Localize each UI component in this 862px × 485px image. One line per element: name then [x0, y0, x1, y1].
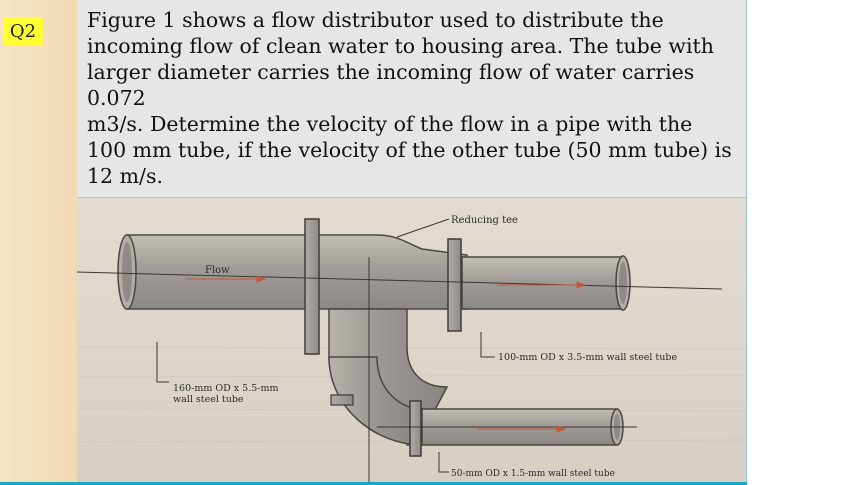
question-box — [77, 0, 747, 197]
left-decor-strip — [0, 0, 77, 485]
center-lines — [77, 257, 723, 482]
flow-distributor-diagram: Reducing tee Flow 160-mm OD x 5.5-mm wal… — [77, 215, 747, 482]
flow-arrows — [187, 275, 587, 433]
bottom-accent-line — [0, 482, 747, 485]
question-number-badge: Q2 — [3, 17, 43, 45]
figure-flow-distributor: Reducing tee Flow 160-mm OD x 5.5-mm wal… — [77, 197, 747, 482]
flange-left — [304, 218, 320, 355]
dimension-leaders — [156, 332, 495, 473]
main-tube-label-2: wall steel tube — [173, 394, 244, 405]
flow-label: Flow — [205, 265, 230, 276]
main-pipe — [126, 234, 468, 310]
flange-bottom — [409, 400, 422, 457]
reducing-tee-label: Reducing tee — [451, 215, 518, 226]
question-text: Figure 1 shows a flow distributor used t… — [87, 8, 732, 188]
flange-right — [447, 238, 462, 332]
branch-100mm-label: 100-mm OD x 3.5-mm wall steel tube — [498, 352, 677, 363]
flange-bottom-right — [330, 394, 354, 406]
main-tube-label-1: 160-mm OD x 5.5-mm — [173, 383, 279, 394]
right-border-line — [746, 0, 747, 485]
reducing-tee-leader — [396, 218, 450, 238]
branch-50mm-label: 50-mm OD x 1.5-mm wall steel tube — [451, 469, 615, 479]
figure-divider — [77, 197, 747, 198]
